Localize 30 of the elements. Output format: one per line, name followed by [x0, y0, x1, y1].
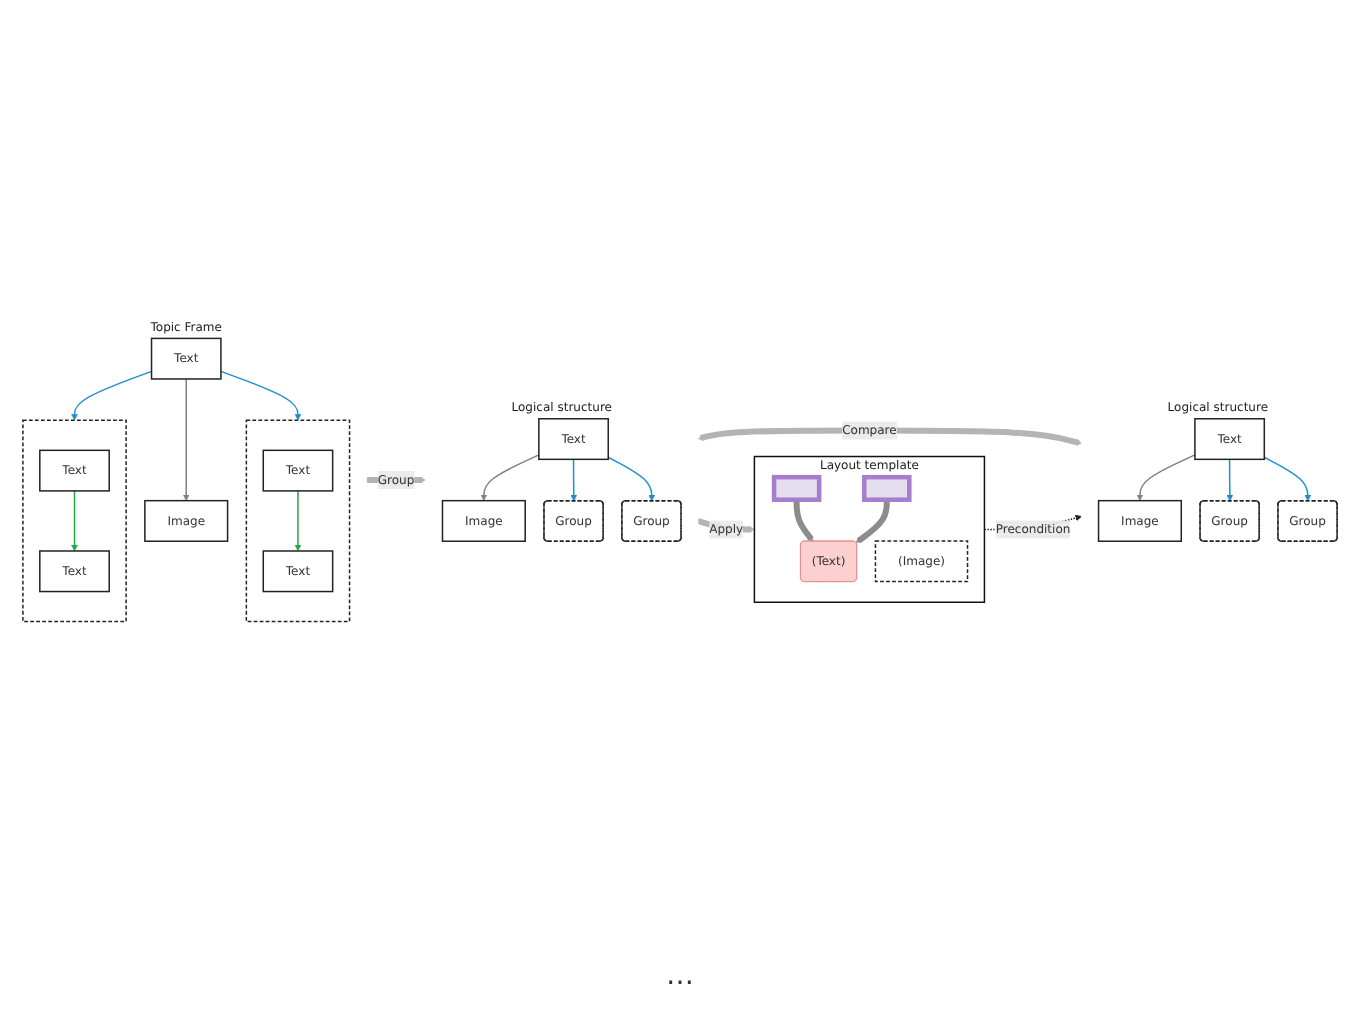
cluster [22, 419, 127, 623]
arrow [220, 370, 302, 421]
arrow [855, 499, 890, 544]
node-box [1097, 499, 1182, 542]
arrow [570, 458, 578, 502]
ellipsis-note: … [666, 960, 694, 992]
node-box [771, 474, 822, 502]
node-box [144, 499, 229, 542]
node-box [538, 418, 609, 461]
arrow [1226, 458, 1234, 502]
node-box [39, 449, 110, 492]
node-box [262, 449, 334, 492]
arrow [607, 456, 656, 502]
arrow [1136, 454, 1196, 501]
arrow [71, 370, 153, 421]
arrow [71, 490, 78, 552]
cluster [753, 455, 986, 603]
node-box [262, 550, 334, 593]
arrow [1263, 456, 1312, 502]
node-box [441, 499, 526, 542]
arrow [182, 378, 190, 501]
node-box [39, 550, 110, 593]
node-box [1194, 418, 1266, 461]
cluster [245, 419, 351, 623]
arrow [480, 454, 540, 501]
arrow [793, 499, 814, 542]
node-box [874, 540, 969, 583]
arrow [294, 490, 302, 552]
node-box [861, 474, 912, 502]
node-box [150, 337, 222, 380]
